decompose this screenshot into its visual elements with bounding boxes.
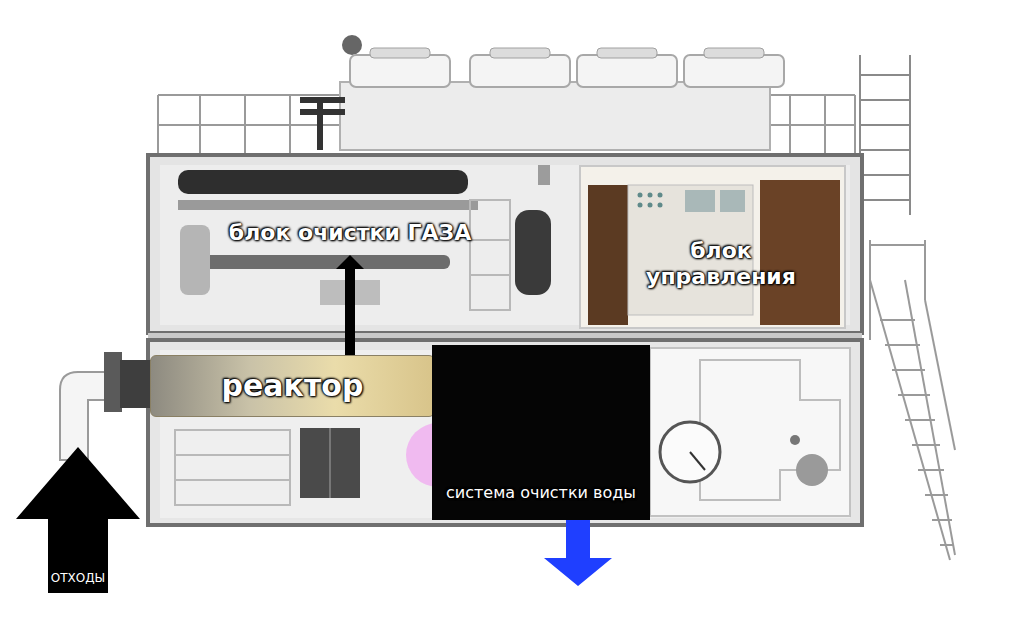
- water-outlet-arrow: [544, 520, 612, 586]
- flow-arrow: [336, 255, 364, 355]
- gas-cleaning-block: блок очистки ГАЗА: [200, 212, 500, 255]
- reactor-cylinder: реактор: [150, 355, 435, 417]
- control-block: блок управления: [618, 228, 824, 300]
- node-label: блок очистки ГАЗА: [229, 220, 471, 246]
- node-label: реактор: [222, 368, 364, 404]
- node-label: ОТХОДЫ: [51, 571, 105, 585]
- node-label: система очистки воды: [446, 483, 636, 502]
- water-treatment-system: система очистки воды: [432, 345, 650, 520]
- node-label: блок управления: [618, 238, 824, 291]
- waste-input-arrow: ОТХОДЫ: [14, 445, 142, 593]
- arrow-head: [336, 255, 364, 269]
- arrow-polygon: [16, 447, 140, 593]
- arrow-shaft: [345, 267, 355, 355]
